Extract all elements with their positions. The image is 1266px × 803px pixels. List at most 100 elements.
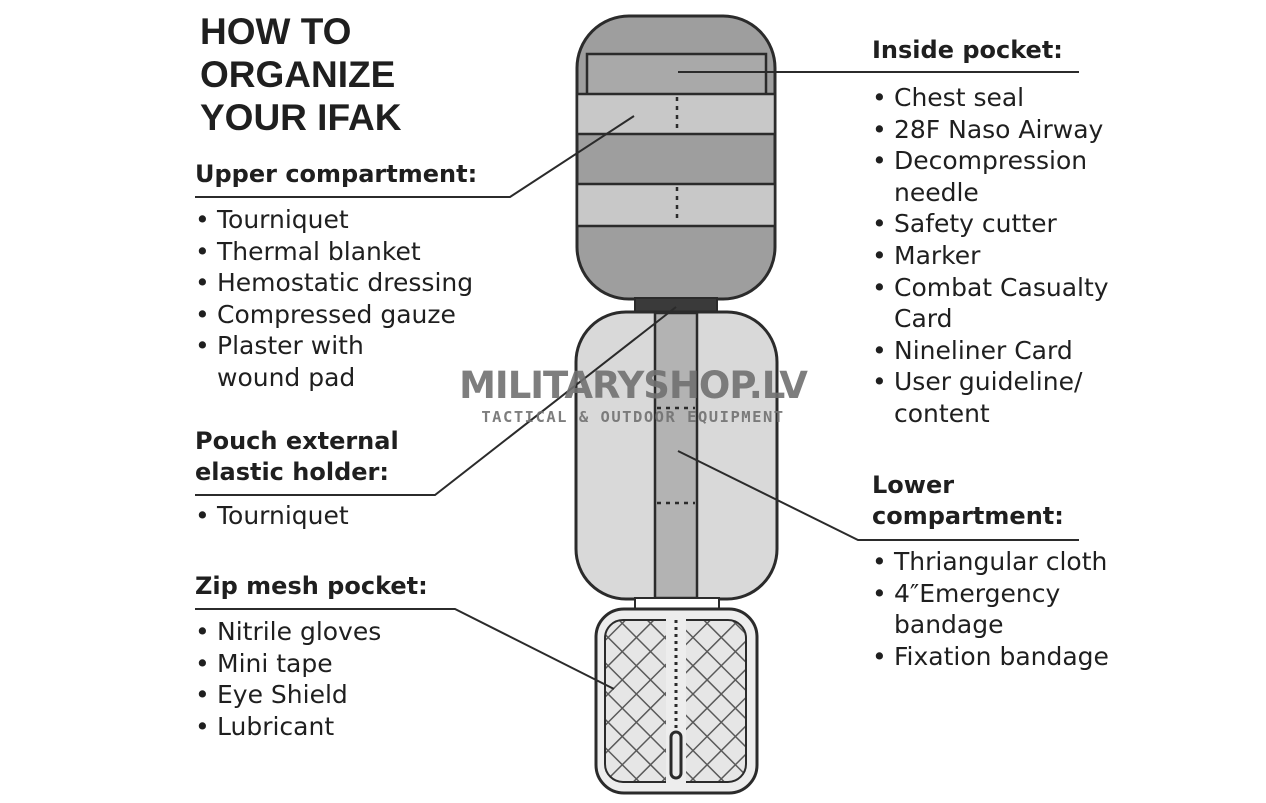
list-item-text: Lubricant	[217, 711, 335, 741]
list-item-text: wound pad	[217, 362, 356, 392]
section-heading: Lower compartment:	[872, 470, 1109, 532]
list-item-text: Safety cutter	[894, 209, 1057, 239]
list-item-text: Nineliner Card	[894, 335, 1073, 365]
list-item-text: Plaster with	[217, 331, 364, 361]
item-list: •Tourniquet	[195, 500, 399, 532]
list-item-text: Nitrile gloves	[217, 617, 382, 646]
elastic-holder-strap	[653, 311, 699, 600]
list-item-text: Decompression	[894, 146, 1088, 176]
section-heading-line: Zip mesh pocket:	[195, 572, 428, 600]
bullet-icon: •	[195, 205, 210, 234]
bullet-icon: •	[195, 501, 210, 530]
list-item: •Tourniquet	[195, 204, 477, 236]
bullet-icon: •	[195, 299, 210, 329]
leader-lines	[195, 71, 1079, 690]
bullet-icon: •	[195, 268, 210, 298]
section-heading-line: Lower	[872, 471, 955, 499]
bullet-icon: •	[872, 547, 887, 576]
list-item: •Mini tape	[195, 648, 428, 680]
list-item-text: needle	[894, 177, 979, 207]
bullet-icon: •	[872, 209, 887, 239]
item-list: •Nitrile gloves•Mini tape•Eye Shield•Lub…	[195, 616, 428, 742]
bullet-icon: •	[195, 236, 210, 266]
section-heading: Inside pocket:	[872, 35, 1109, 66]
list-item-text: Compressed gauze	[217, 299, 456, 329]
section-heading-line: Inside pocket:	[872, 36, 1063, 64]
section-heading-line: elastic holder:	[195, 458, 389, 486]
section-heading: Zip mesh pocket:	[195, 571, 428, 602]
upper-compartment	[575, 14, 777, 301]
list-item-text: User guideline/	[894, 367, 1083, 397]
bullet-icon: •	[872, 272, 887, 302]
list-item: •Fixation bandage	[872, 641, 1109, 673]
zip-mesh-pocket	[594, 607, 759, 795]
list-item: •User guideline/content	[872, 366, 1109, 429]
title-line: YOUR IFAK	[200, 97, 402, 138]
bullet-icon: •	[195, 331, 210, 361]
list-item-text: content	[894, 398, 990, 428]
compartment-connector	[634, 297, 718, 313]
list-item: •Nitrile gloves	[195, 616, 428, 648]
list-item-text: Combat Casualty	[894, 272, 1109, 302]
list-item: •Chest seal	[872, 82, 1109, 114]
inside-pocket-section: Inside pocket:•Chest seal•28F Naso Airwa…	[872, 35, 1109, 430]
section-heading-line: Upper compartment:	[195, 160, 478, 188]
bullet-icon: •	[872, 240, 887, 270]
lower-compartment	[574, 310, 779, 601]
item-list: •Chest seal•28F Naso Airway•Decompressio…	[872, 82, 1109, 430]
list-item-text: 4″Emergency	[894, 578, 1061, 608]
list-item-text: Hemostatic dressing	[217, 268, 474, 298]
list-item: •Lubricant	[195, 711, 428, 743]
list-item: •Safety cutter	[872, 208, 1109, 240]
section-heading-line: Pouch external	[195, 427, 399, 455]
list-item: •Tourniquet	[195, 500, 399, 532]
list-item-text: Marker	[894, 240, 981, 270]
section-heading-line: compartment:	[872, 502, 1064, 530]
list-item: •Compressed gauze	[195, 299, 477, 331]
list-item-text: Thermal blanket	[217, 236, 421, 266]
bullet-icon: •	[872, 114, 887, 144]
zip-mesh-pocket-section: Zip mesh pocket:•Nitrile gloves•Mini tap…	[195, 571, 428, 742]
list-item-text: Chest seal	[894, 83, 1025, 112]
list-item-text: Tourniquet	[217, 205, 349, 234]
list-item-text: 28F Naso Airway	[894, 114, 1104, 144]
list-item-text: Card	[894, 304, 953, 334]
list-item-text: bandage	[894, 610, 1004, 640]
list-item: •Thriangular cloth	[872, 546, 1109, 578]
section-heading: Upper compartment:	[195, 159, 477, 190]
section-heading: Pouch external elastic holder:	[195, 426, 399, 488]
list-item-text: Mini tape	[217, 648, 333, 678]
watermark-main: MILITARYSHOP.LV	[459, 364, 808, 407]
bullet-icon: •	[872, 83, 887, 112]
bullet-icon: •	[872, 335, 887, 365]
zipper-pull	[669, 730, 683, 780]
list-item: •Thermal blanket	[195, 236, 477, 268]
watermark: MILITARYSHOP.LV TACTICAL & OUTDOOR EQUIP…	[424, 364, 842, 427]
list-item-text: Eye Shield	[217, 680, 348, 710]
bullet-icon: •	[872, 367, 887, 397]
upper-compartment-section: Upper compartment:•Tourniquet•Thermal bl…	[195, 159, 477, 394]
list-item-text: Tourniquet	[217, 501, 349, 530]
item-list: •Tourniquet•Thermal blanket•Hemostatic d…	[195, 204, 477, 394]
list-item: •Marker	[872, 240, 1109, 272]
bullet-icon: •	[195, 617, 210, 646]
watermark-sub: TACTICAL & OUTDOOR EQUIPMENT	[481, 408, 785, 426]
title-line: HOW TO	[200, 11, 352, 52]
page-title: HOW TO ORGANIZE YOUR IFAK	[200, 10, 401, 139]
bullet-icon: •	[872, 641, 887, 671]
pouch-elastic-holder-section: Pouch external elastic holder: •Tourniquet	[195, 426, 399, 532]
list-item-text: Thriangular cloth	[894, 547, 1108, 576]
bullet-icon: •	[195, 680, 210, 710]
list-item: •28F Naso Airway	[872, 114, 1109, 146]
list-item-text: Fixation bandage	[894, 641, 1109, 671]
bullet-icon: •	[195, 648, 210, 678]
bullet-icon: •	[195, 711, 210, 741]
list-item: •Hemostatic dressing	[195, 267, 477, 299]
